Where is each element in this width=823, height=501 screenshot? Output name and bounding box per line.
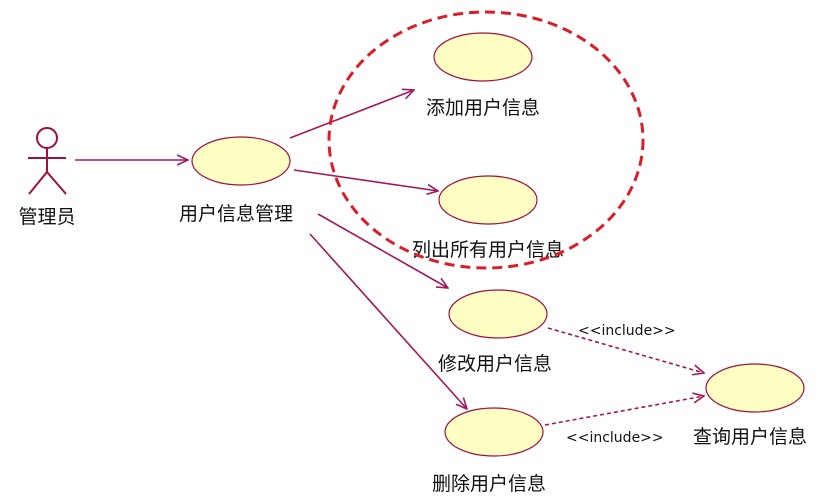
use-case-list-ellipse <box>438 175 538 225</box>
use-case-query-ellipse <box>705 363 805 413</box>
highlight-dashed-ellipse <box>327 10 645 270</box>
use-case-list-label: 列出所有用户信息 <box>412 239 564 261</box>
use-case-manage-label: 用户信息管理 <box>179 203 293 225</box>
use-case-add-ellipse <box>433 32 533 82</box>
manage-to-delete-line <box>309 233 467 409</box>
include-label-2: <<include>> <box>566 430 664 446</box>
actor-label: 管理员 <box>18 206 75 228</box>
use-case-delete-label: 删除用户信息 <box>432 473 546 495</box>
manage-to-add-line <box>289 90 414 139</box>
include-label-1: <<include>> <box>578 323 676 339</box>
include-lines <box>544 327 704 426</box>
manage-to-list-line <box>293 169 438 191</box>
use-case-query-label: 查询用户信息 <box>693 426 807 448</box>
delete-include-query-line <box>544 396 704 426</box>
modify-include-query-line <box>547 327 704 373</box>
use-case-modify-ellipse <box>448 289 548 339</box>
use-case-modify-label: 修改用户信息 <box>438 353 552 375</box>
use-case-add-label: 添加用户信息 <box>426 97 540 119</box>
use-case-manage-ellipse <box>191 136 291 186</box>
use-case-ellipses <box>191 32 805 457</box>
use-case-delete-ellipse <box>444 407 544 457</box>
association-lines <box>75 90 467 409</box>
actor-stick-figure <box>28 127 67 195</box>
manage-to-modify-line <box>317 213 448 288</box>
